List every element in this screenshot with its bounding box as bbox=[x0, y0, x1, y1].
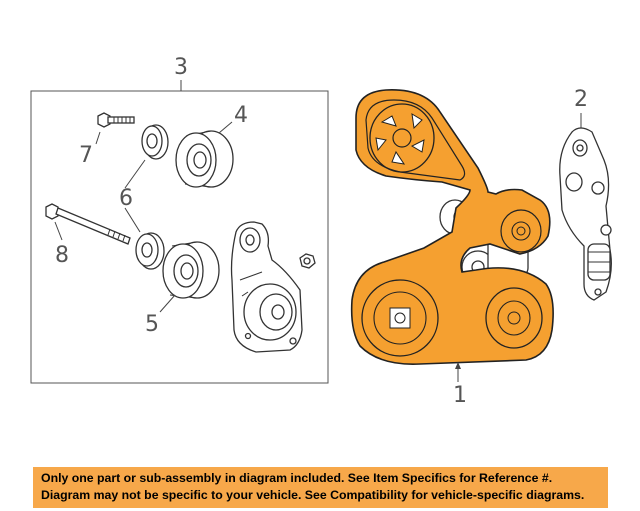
callout-7: 7 bbox=[79, 143, 93, 168]
nut bbox=[299, 253, 316, 269]
leader-1 bbox=[455, 362, 461, 382]
callout-6: 6 bbox=[119, 186, 133, 211]
idler-pulley-upper bbox=[175, 121, 234, 188]
spacer-lower bbox=[135, 232, 165, 270]
spacer-upper bbox=[141, 124, 169, 160]
parts-diagram: 3 4 7 6 8 5 2 1 bbox=[30, 55, 612, 408]
assembly-box bbox=[30, 80, 329, 384]
callout-1: 1 bbox=[453, 383, 467, 408]
disclaimer-line-1: Only one part or sub-assembly in diagram… bbox=[41, 471, 553, 485]
disclaimer-banner: Only one part or sub-assembly in diagram… bbox=[33, 467, 608, 508]
callout-8: 8 bbox=[55, 243, 69, 268]
callout-2: 2 bbox=[574, 87, 588, 112]
disclaimer-line-2: Diagram may not be specific to your vehi… bbox=[41, 488, 585, 502]
idler-pulley-lower bbox=[159, 241, 220, 313]
bolt-small bbox=[95, 112, 135, 145]
callout-5: 5 bbox=[145, 312, 159, 337]
callout-4: 4 bbox=[234, 103, 248, 128]
serpentine-belt bbox=[350, 89, 554, 365]
tensioner-assembly bbox=[230, 221, 303, 353]
callout-3: 3 bbox=[174, 55, 188, 80]
belt-tensioner bbox=[559, 113, 612, 301]
bolt-long bbox=[45, 203, 131, 245]
